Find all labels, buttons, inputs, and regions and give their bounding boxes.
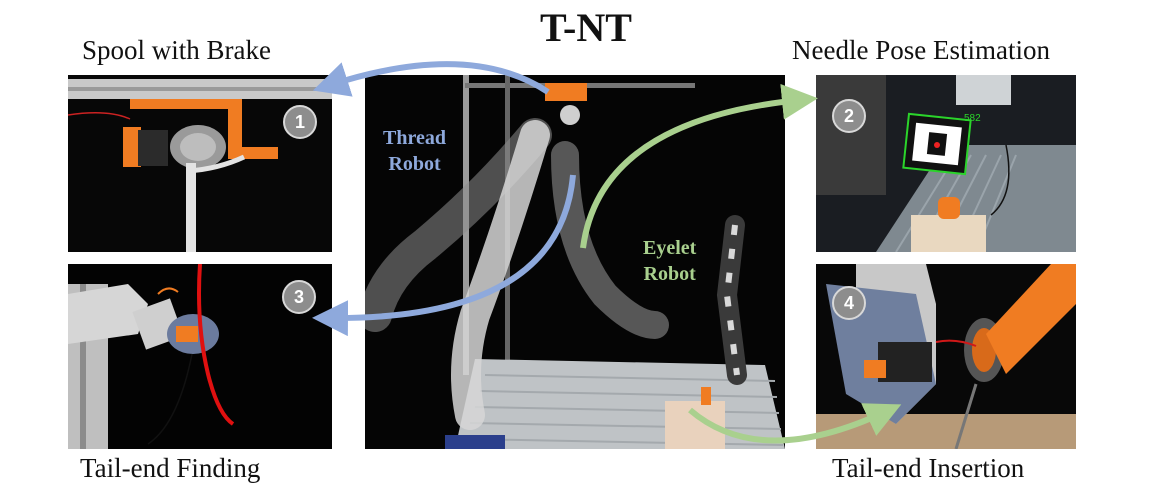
thread-robot-label-line1: Thread: [383, 127, 446, 149]
eyelet-robot-label-line1: Eyelet: [643, 237, 697, 259]
spool-photo: [68, 75, 332, 252]
thread-robot-label: Thread Robot: [383, 125, 446, 177]
panel-spool-with-brake: 1: [68, 75, 332, 252]
panel-needle-pose-estimation: 582 2: [816, 75, 1076, 252]
panel-tail-end-finding: 3: [68, 264, 332, 449]
step-badge-3: 3: [282, 280, 316, 314]
needle-pose-photo: 582: [816, 75, 1076, 252]
eyelet-robot-label: Eyelet Robot: [643, 235, 696, 287]
caption-needle-pose-estimation: Needle Pose Estimation: [792, 35, 1050, 65]
marker-id-text: 582: [964, 113, 981, 124]
step-badge-4: 4: [832, 286, 866, 320]
caption-tail-end-insertion: Tail-end Insertion: [832, 453, 1025, 483]
step-badge-1: 1: [283, 105, 317, 139]
caption-tail-end-finding: Tail-end Finding: [80, 453, 261, 483]
figure-title: T-NT: [540, 5, 632, 50]
thread-robot-label-line2: Robot: [388, 153, 441, 175]
panel-tail-end-insertion: 4: [816, 264, 1076, 449]
panel-center-robots: Thread Robot Eyelet Robot: [365, 75, 785, 449]
caption-spool-with-brake: Spool with Brake: [82, 35, 271, 65]
eyelet-robot-label-line2: Robot: [643, 263, 696, 285]
tail-end-finding-photo: [68, 264, 332, 449]
step-badge-2: 2: [832, 99, 866, 133]
